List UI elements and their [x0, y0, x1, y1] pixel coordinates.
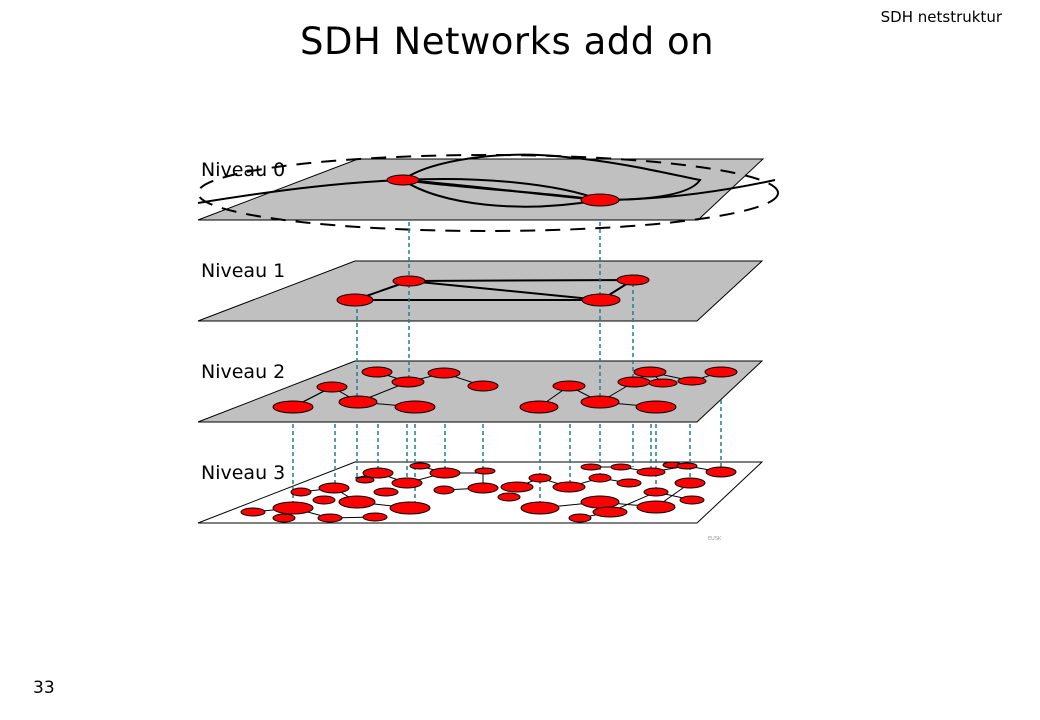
- level-label-niveau-2: Niveau 2: [201, 361, 285, 383]
- inter-level-connectors: [292, 222, 722, 508]
- niveau-0-network: [197, 153, 779, 232]
- level-label-niveau-3: Niveau 3: [201, 462, 285, 484]
- plane-niveau-2: [197, 360, 764, 423]
- page-number: 33: [33, 678, 55, 698]
- nodes-niveau-1: [336, 274, 650, 307]
- watermark: EUSK: [708, 536, 722, 542]
- ring-upper: [402, 153, 702, 201]
- level-label-niveau-0: Niveau 0: [201, 159, 285, 181]
- plane-niveau-0: [197, 158, 765, 221]
- header-tag: SDH netstruktur: [880, 8, 1002, 26]
- outer-dashed-ring: [197, 154, 779, 232]
- nodes-niveau-2: [272, 366, 738, 414]
- nodes-niveau-0: [386, 174, 620, 207]
- ring-lower: [402, 179, 601, 208]
- nodes-niveau-3: [240, 461, 737, 523]
- slide-title: SDH Networks add on: [300, 20, 715, 63]
- level-label-niveau-1: Niveau 1: [201, 260, 285, 282]
- plane-niveau-1: [197, 260, 764, 322]
